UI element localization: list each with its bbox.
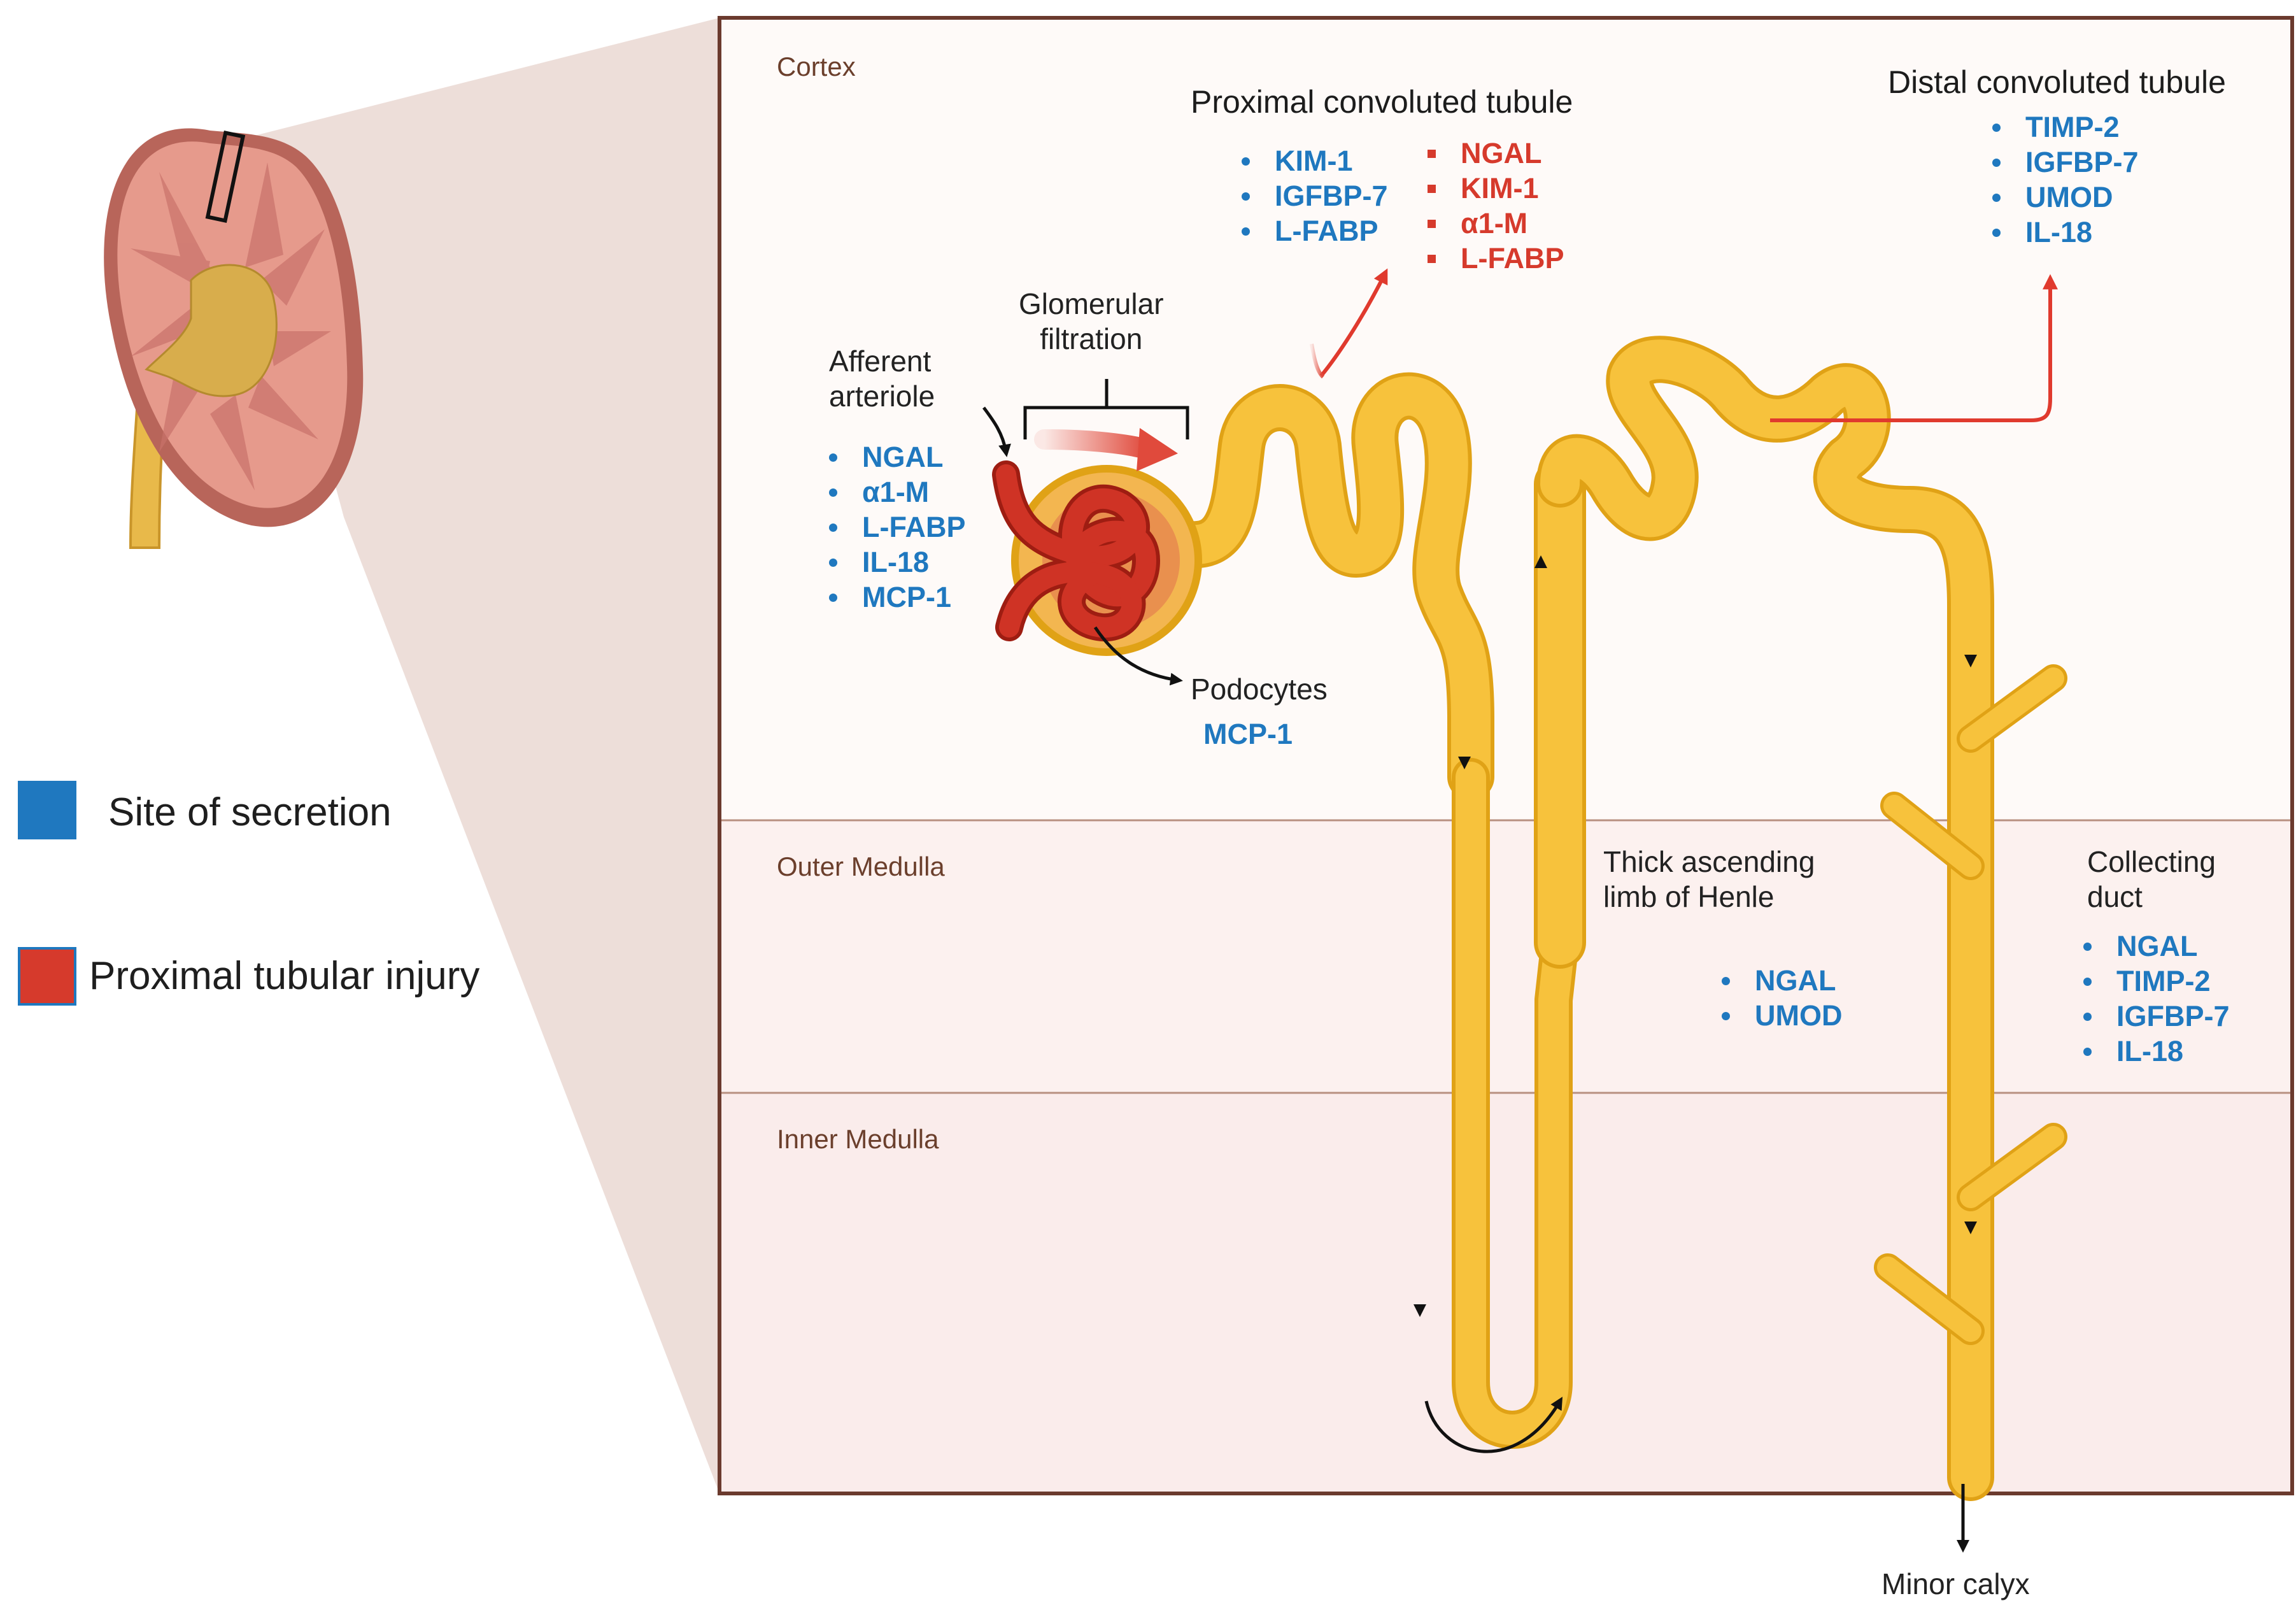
henle-title: Thick ascending limb of Henle (1603, 845, 1815, 914)
biomarker-item: UMOD (1988, 180, 2139, 215)
legend-label-injury: Proximal tubular injury (89, 954, 480, 998)
injury-biomarker-item: KIM-1 (1424, 171, 1564, 206)
biomarker-item: NGAL (2080, 929, 2230, 964)
panel-frame (718, 16, 2294, 1495)
biomarker-item: MCP-1 (825, 580, 966, 615)
inner-medulla-label: Inner Medulla (777, 1124, 939, 1154)
biomarker-item: IGFBP-7 (2080, 999, 2230, 1034)
outer-medulla-label: Outer Medulla (777, 851, 945, 881)
biomarker-item: TIMP-2 (2080, 964, 2230, 999)
filtration-bracket (1023, 379, 1189, 439)
biomarker-item: IL-18 (2080, 1034, 2230, 1069)
distal-secretion-arrow (1770, 274, 2058, 422)
biomarker-item: IGFBP-7 (1988, 145, 2139, 180)
cortex-label: Cortex (777, 52, 856, 82)
proximal-tubule-title: Proximal convoluted tubule (1191, 84, 1573, 120)
podocytes-arrow (1093, 626, 1183, 686)
minor-calyx-label: Minor calyx (1881, 1567, 2030, 1600)
biomarker-item: L-FABP (1238, 213, 1388, 248)
podocytes-marker: MCP-1 (1203, 718, 1293, 750)
legend-label-secretion: Site of secretion (108, 790, 392, 834)
filtration-arrow (1034, 429, 1156, 459)
injury-biomarker-item: α1-M (1424, 206, 1564, 241)
legend-swatch-secretion (18, 781, 76, 839)
biomarker-item: IL-18 (825, 545, 966, 580)
biomarker-item: UMOD (1718, 998, 1842, 1033)
afferent-arteriole-label: Afferent arteriole (829, 345, 935, 413)
legend-swatch-injury (18, 947, 76, 1006)
collecting-duct-branches (1874, 664, 2067, 1345)
proximal-injury-arrow (1319, 268, 1388, 377)
biomarker-item: α1-M (825, 474, 966, 509)
injury-biomarker-item: L-FABP (1424, 241, 1564, 276)
biomarker-item: KIM-1 (1238, 143, 1388, 178)
biomarker-item: IGFBP-7 (1238, 178, 1388, 213)
biomarker-item: NGAL (1718, 963, 1842, 998)
biomarker-item: IL-18 (1988, 215, 2139, 250)
biomarker-item: NGAL (825, 439, 966, 474)
collecting-duct-title: Collecting duct (2087, 845, 2216, 914)
distal-tubule-title: Distal convoluted tubule (1888, 64, 2226, 100)
flow-arrows (1414, 548, 1977, 1553)
outer-medulla-region (719, 820, 2292, 1093)
biomarker-item: TIMP-2 (1988, 110, 2139, 145)
biomarker-item: L-FABP (825, 509, 966, 545)
podocytes-label: Podocytes (1191, 673, 1328, 706)
glomerulus (992, 460, 1202, 656)
afferent-arrow (982, 406, 1011, 457)
glomerular-filtration-label: Glomerular filtration (1019, 287, 1164, 356)
injury-biomarker-item: NGAL (1424, 136, 1564, 171)
kidney-icon (104, 128, 364, 549)
